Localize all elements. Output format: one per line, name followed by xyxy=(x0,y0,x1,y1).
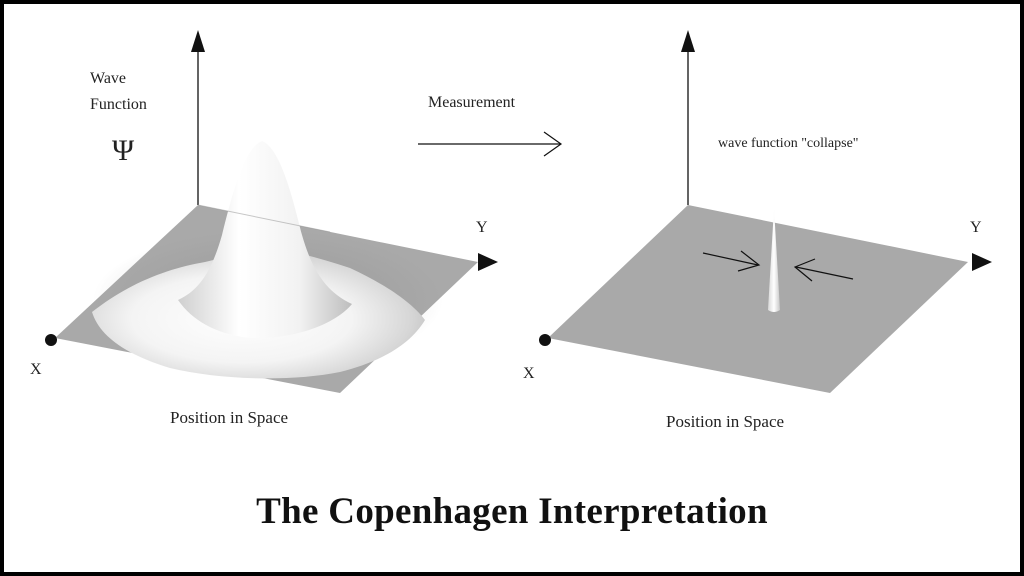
diagram-caption: The Copenhagen Interpretation xyxy=(256,491,768,532)
right-x-axis-endpoint xyxy=(539,334,551,346)
right-psi-axis-arrowhead xyxy=(681,30,695,52)
converge-arrow-right-head xyxy=(793,258,816,282)
collapsed-spike xyxy=(768,208,780,312)
left-x-axis-endpoint xyxy=(45,334,57,346)
left-x-label: X xyxy=(30,361,42,378)
left-axis-label-function: Function xyxy=(90,96,147,113)
right-x-label: X xyxy=(523,365,535,382)
right-ground-plane xyxy=(548,205,968,393)
measurement-arrow-head xyxy=(543,131,563,157)
left-psi-axis-arrowhead xyxy=(191,30,205,52)
right-panel: wave function "collapse" Y X Position in… xyxy=(523,30,992,431)
left-panel: Wave Function Ψ Y X Position in Space xyxy=(30,30,498,427)
left-y-label: Y xyxy=(476,219,488,236)
left-axis-label-wave: Wave xyxy=(90,70,126,87)
left-psi-symbol: Ψ xyxy=(112,134,135,167)
left-bump-peak xyxy=(178,141,352,339)
left-y-axis-arrowhead xyxy=(478,253,498,271)
converge-arrow-right-shaft xyxy=(795,266,854,280)
collapse-label: wave function "collapse" xyxy=(718,136,859,151)
converge-arrow-left-shaft xyxy=(702,252,759,266)
left-base-label: Position in Space xyxy=(170,408,288,427)
right-y-label: Y xyxy=(970,219,982,236)
right-base-label: Position in Space xyxy=(666,412,784,431)
left-plane-edge-through-bump xyxy=(197,204,331,233)
right-y-axis-arrowhead xyxy=(972,253,992,271)
measurement-label: Measurement xyxy=(428,94,516,111)
measurement-transition: Measurement xyxy=(418,94,563,157)
converge-arrow-left-head xyxy=(737,250,761,272)
